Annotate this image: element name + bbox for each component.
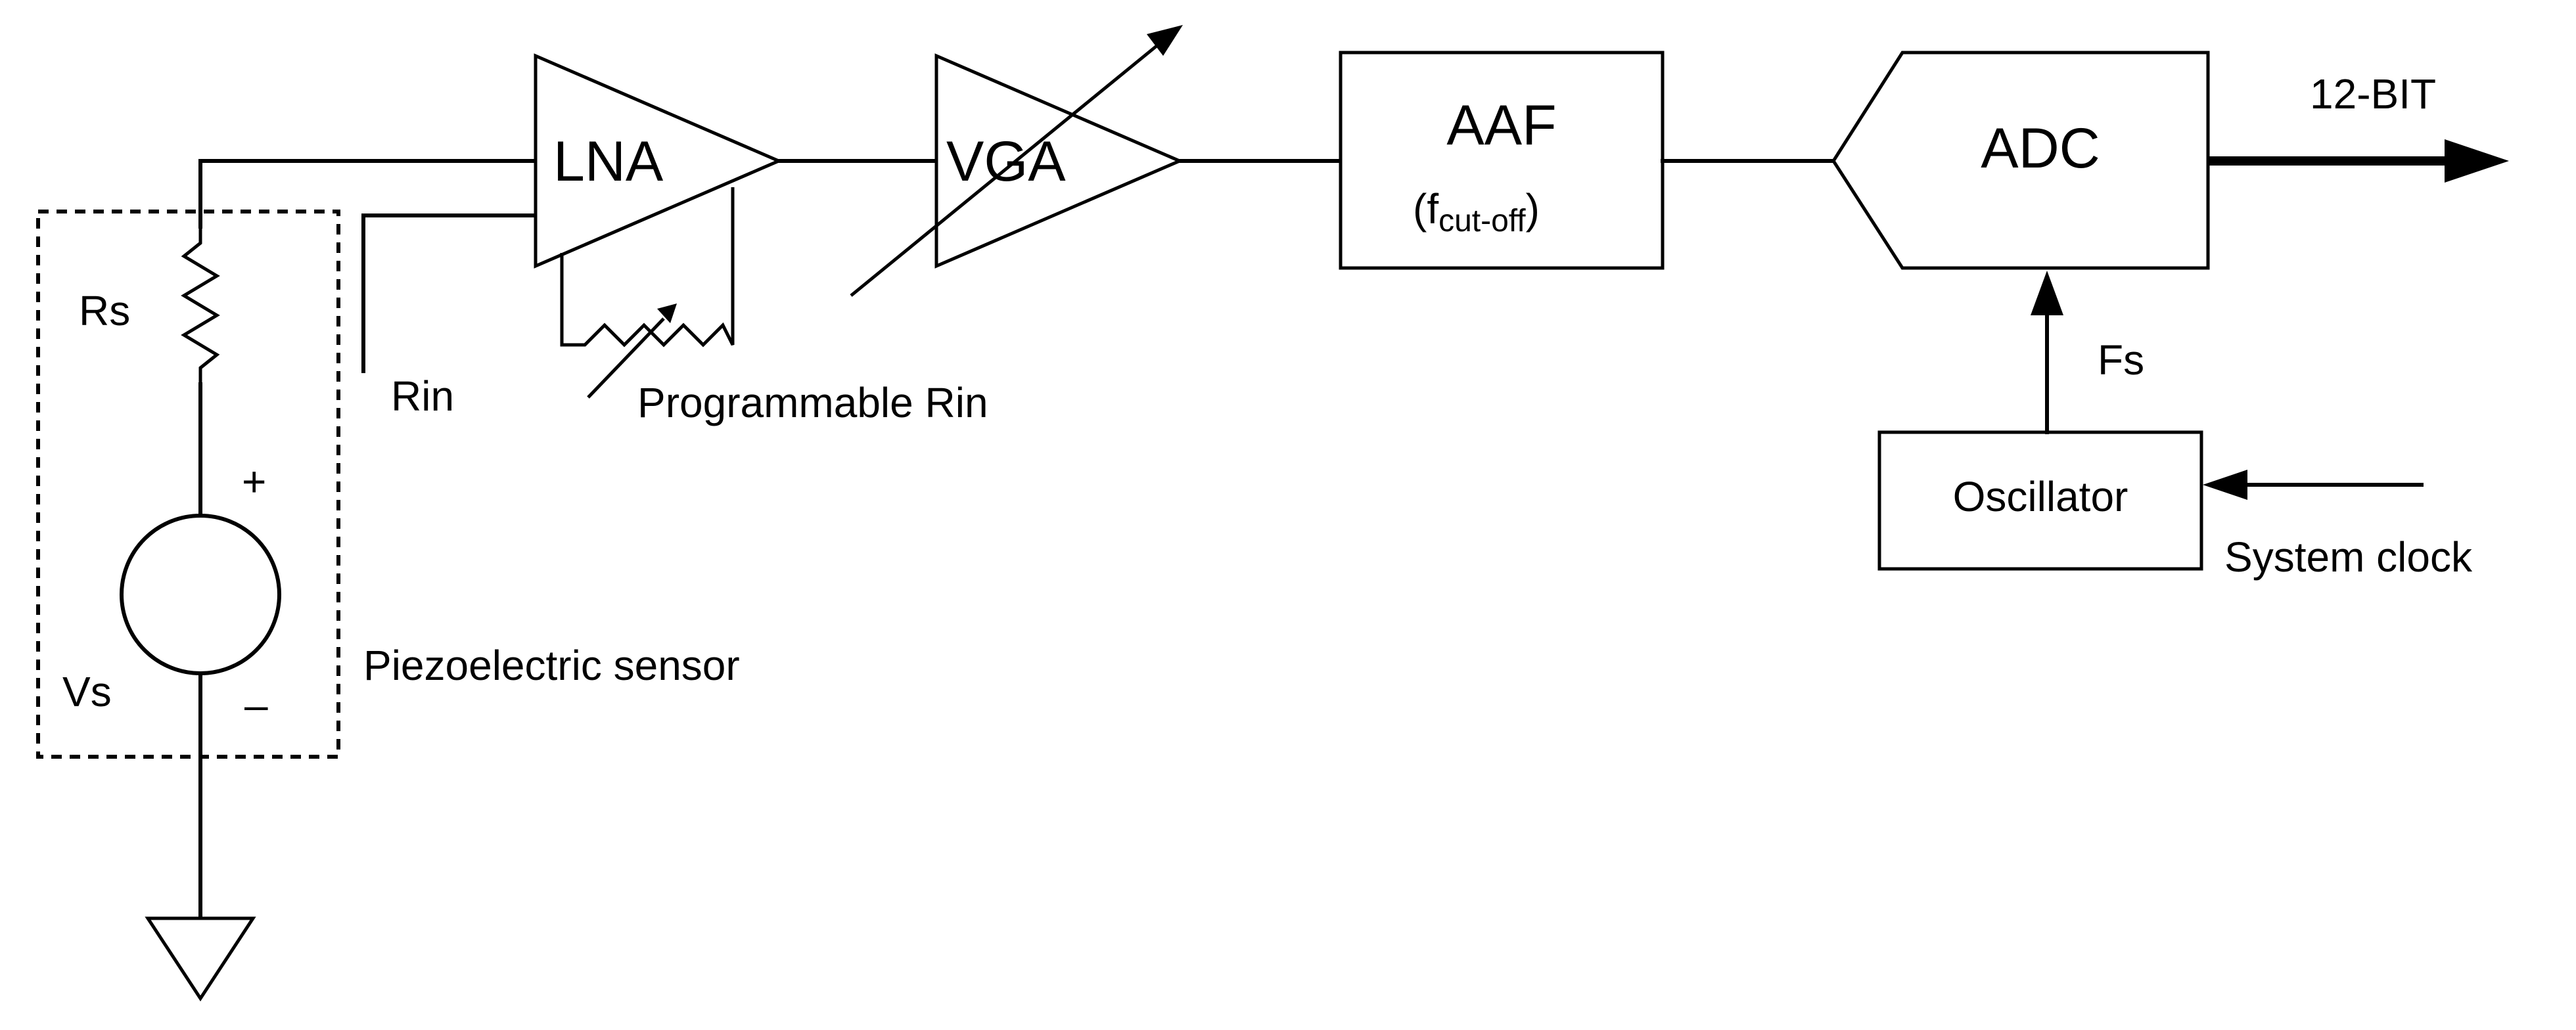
vga-gain-arrow [850,45,1158,297]
vs-label: Vs [62,668,112,715]
aaf-cutoff-close: ) [1526,185,1540,233]
sensor-caption: Piezoelectric sensor [363,642,740,689]
vga-gain-arrowhead [1147,25,1183,56]
system-clock-arrowhead [2203,470,2247,500]
vs-minus-sign: – [244,681,268,728]
rin-adjust-arrow [587,317,665,399]
rs-label: Rs [79,287,130,334]
oscillator-label: Oscillator [1953,473,2128,520]
fs-label: Fs [2098,336,2144,384]
programmable-rin-label: Programmable Rin [637,379,988,426]
system-clock-label: System clock [2224,533,2473,581]
aaf-cutoff-label: (fcut-off) [1413,185,1540,238]
oscillator-box [1877,430,2203,571]
lna-label: LNA [553,130,664,193]
aaf-cutoff-sub: cut-off [1438,204,1526,238]
lna-triangle [534,53,783,269]
rs-resistor [181,227,220,384]
fs-arrowhead [2031,271,2063,315]
rin-arrow [361,213,538,373]
rin-adjust-arrowhead [657,303,677,323]
vs-voltage-source [120,514,281,675]
oscillator-block: Oscillator Fs System clock [1877,271,2473,581]
aaf-cutoff-open: (f [1413,185,1438,233]
aaf-box [1339,51,1665,270]
rin-input-indicator: Rin [361,204,549,420]
rin-label: Rin [391,372,454,420]
sensor-output-wire [198,159,547,229]
vga-amplifier: VGA [850,25,1184,297]
vga-label: VGA [946,130,1066,193]
lna-feedback-resistor [560,187,735,347]
adc-output-arrowhead [2445,139,2509,183]
ground-symbol [145,916,256,1002]
aaf-filter: AAF (fcut-off) [1339,51,1665,270]
vs-plus-sign: + [242,458,266,505]
adc-label: ADC [1981,117,2100,180]
vga-triangle [934,53,1184,269]
piezoelectric-sensor: Rs + – Vs Piezoelectric sensor [36,159,740,1002]
aaf-label: AAF [1446,94,1556,157]
sensor-dashed-boundary [36,210,340,759]
lna-amplifier: LNA Programmable Rin [534,53,988,426]
adc-converter: ADC 12-BIT [1831,51,2509,270]
adc-output-label: 12-BIT [2310,70,2436,118]
